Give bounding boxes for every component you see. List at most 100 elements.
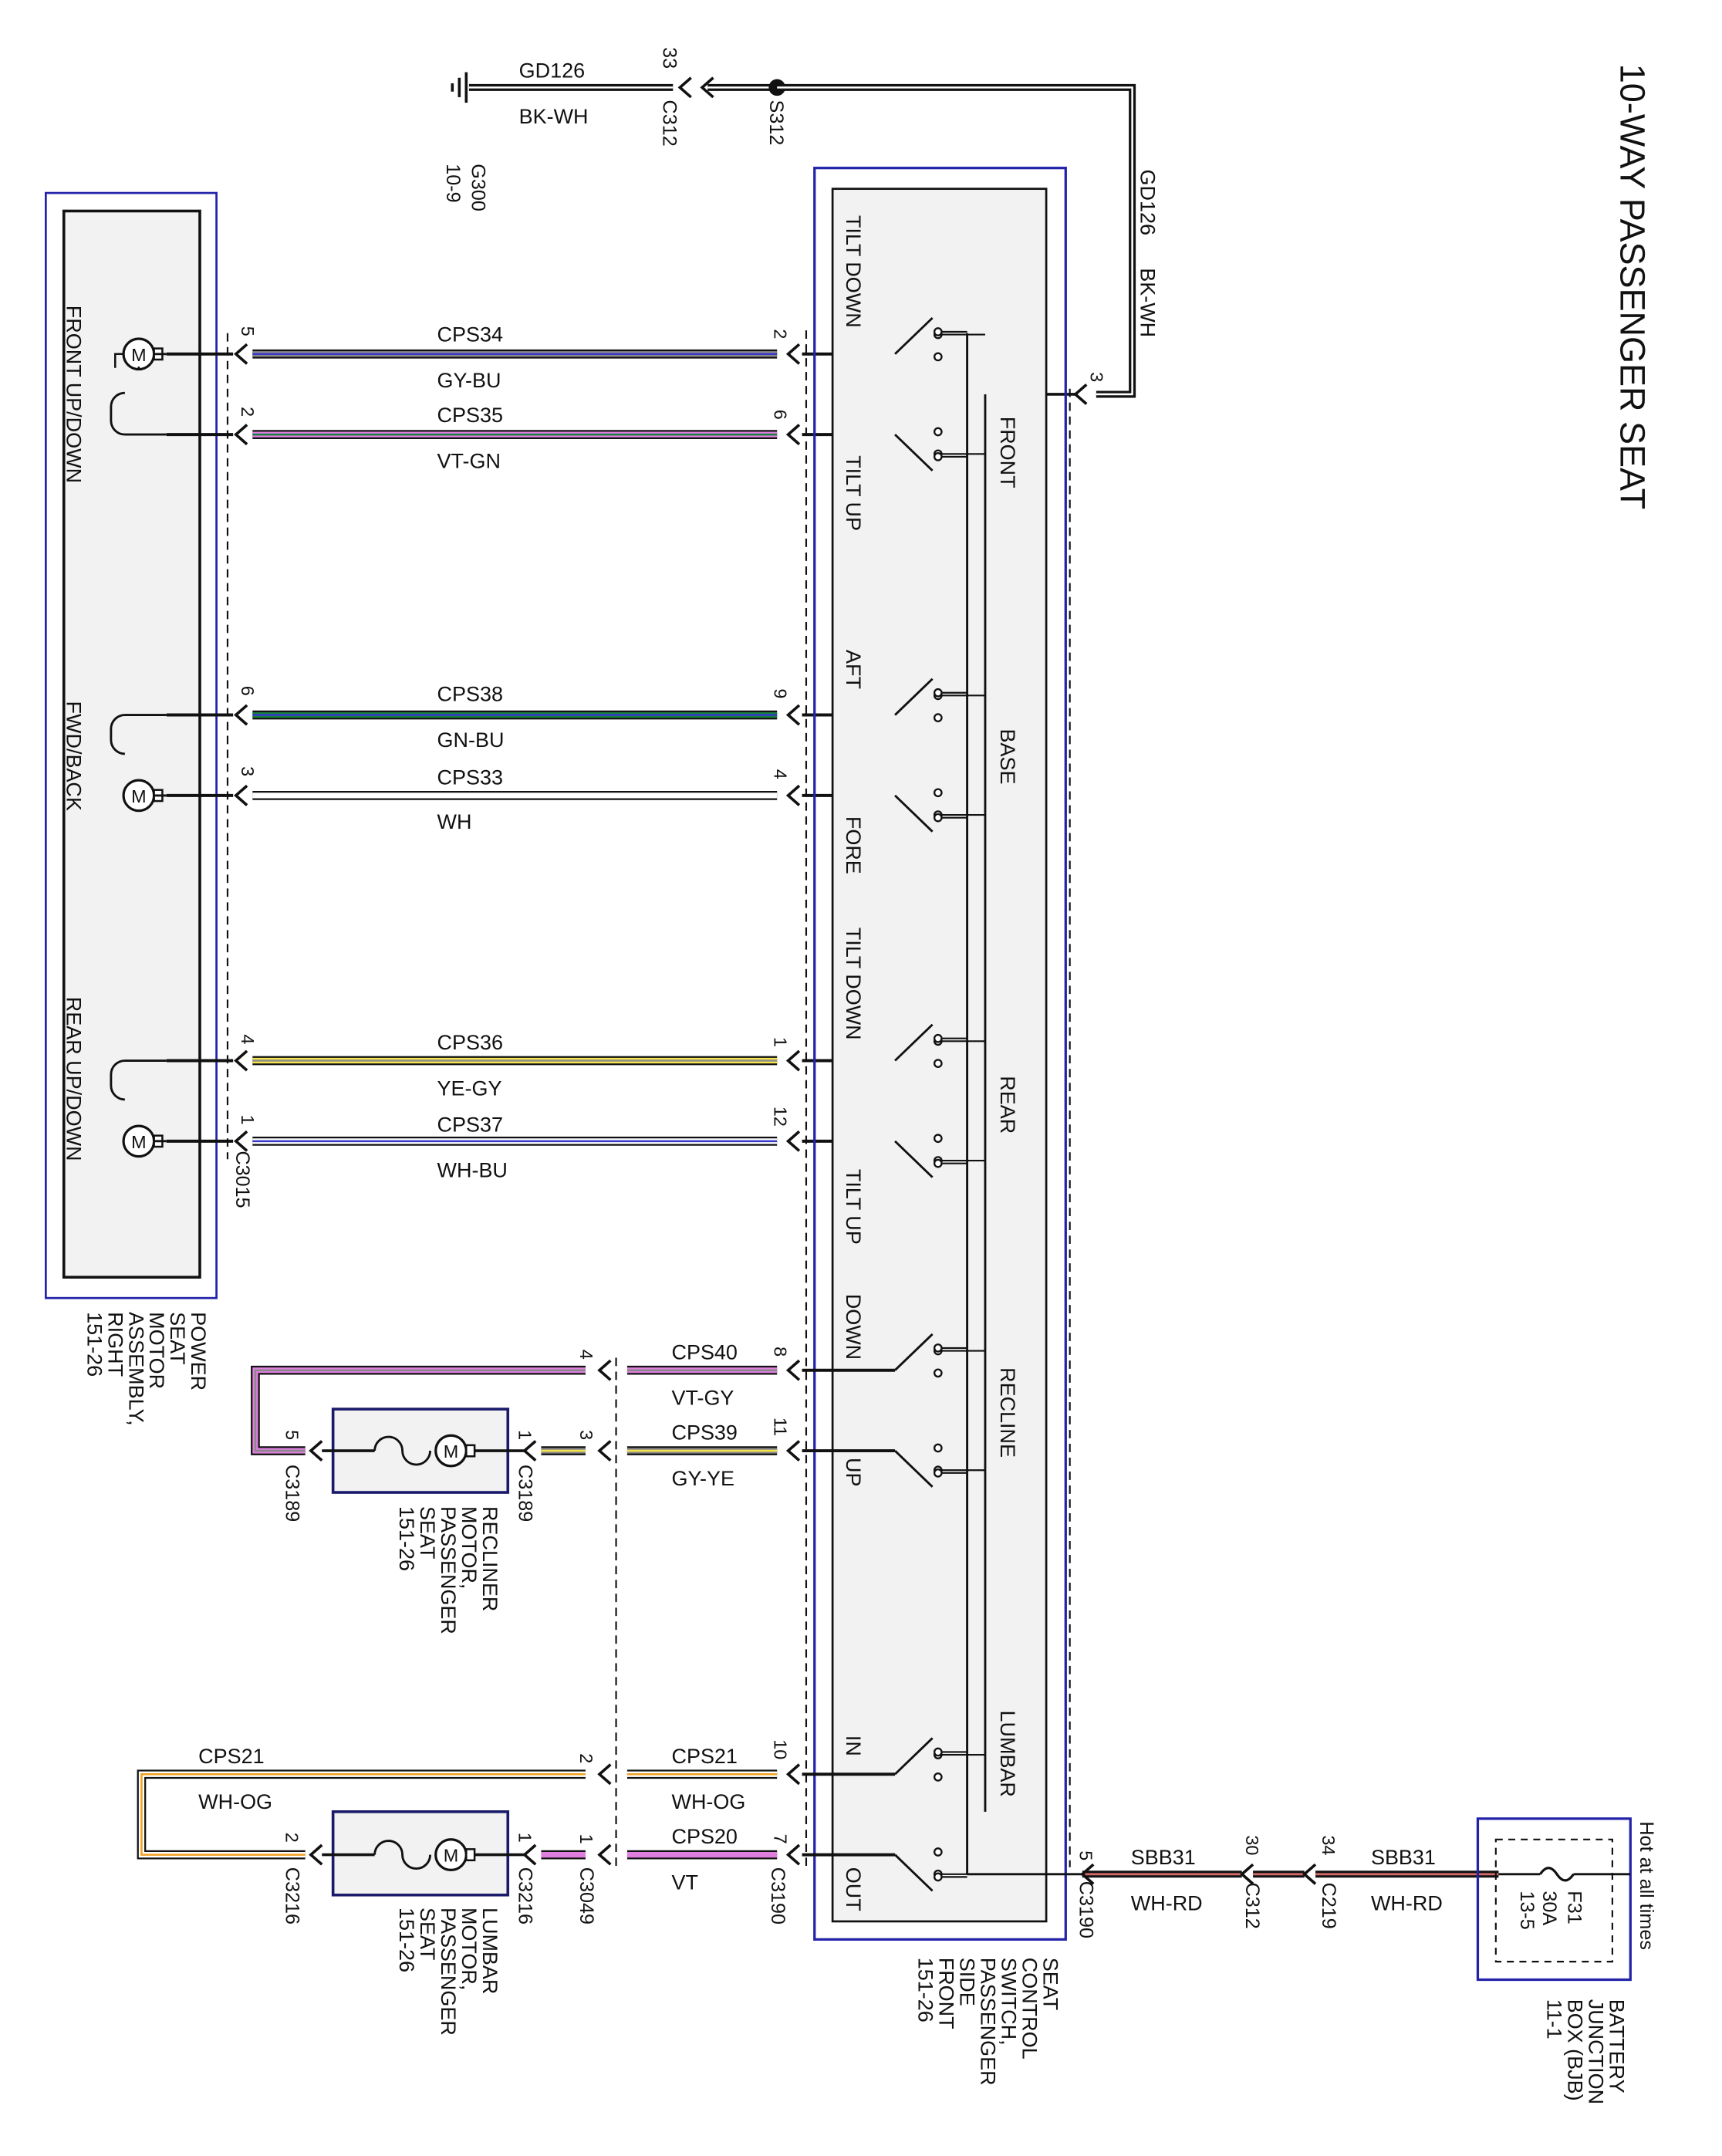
wire-lumbar-top-outer — [137, 1769, 586, 1860]
lumbar-pin-b: 1 — [515, 1833, 535, 1843]
recliner-name-1: MOTOR, — [458, 1506, 481, 1589]
lumbar-switch-connector-bottom — [785, 1843, 801, 1866]
recliner-wire-bottom-color: GY-YE — [671, 1467, 734, 1490]
switch-ground-pin: 3 — [1087, 372, 1107, 382]
power-c219-pin: 34 — [1319, 1835, 1339, 1855]
switch-contact-2-1 — [894, 1134, 985, 1178]
lumbar-name-4: 151-26 — [395, 1908, 418, 1972]
pos-out: OUT — [842, 1867, 865, 1911]
recliner-switch-pin-bottom: 11 — [771, 1418, 791, 1436]
ground-color-label: BK-WH — [519, 105, 589, 128]
lumbar-name-0: LUMBAR — [478, 1908, 501, 1994]
vertical-ground-color: BK-WH — [1136, 268, 1159, 337]
power-c219: C219 — [1318, 1883, 1339, 1929]
lumbar-switch-connector-top — [785, 1763, 801, 1786]
motor-assembly-connector: C3015 — [231, 1151, 253, 1208]
fuse-icon — [1539, 1867, 1575, 1882]
motor-symbols: MMM — [110, 337, 167, 1158]
ground-circuit: GD126 BK-WH 33 C312 S312 G300 10-9 GD126… — [442, 47, 1159, 405]
bjb-name-0: BATTERY — [1605, 1999, 1628, 2093]
recliner-switch-connector-top — [785, 1359, 801, 1381]
fuse-ref: 13-5 — [1516, 1891, 1538, 1929]
bjb-name-3: 11-1 — [1542, 1999, 1565, 2039]
ground-id-label: G300 — [468, 164, 489, 211]
main-wires — [166, 343, 896, 1152]
group-base: BASE — [996, 729, 1019, 785]
pos-tilt-down-1: TILT DOWN — [842, 215, 865, 328]
connector-c3015-3 — [234, 784, 248, 806]
wire-cps37-circuit: CPS37 — [437, 1113, 503, 1136]
connector-c3190-5 — [785, 1130, 801, 1152]
power-seg1-color: WH-RD — [1131, 1892, 1203, 1915]
motor-pin-3: 3 — [238, 766, 258, 776]
group-recline: RECLINE — [996, 1367, 1019, 1458]
lumbar-connector-left: C3216 — [282, 1867, 303, 1925]
svg-text:M: M — [131, 345, 146, 365]
fuse-name: F31 — [1563, 1891, 1585, 1924]
ground-c312-label: C312 — [659, 100, 680, 147]
switch-pin-1: 6 — [771, 410, 791, 420]
lumbar-inline-pin-top: 2 — [576, 1753, 596, 1763]
recliner-name-0: RECLINER — [478, 1506, 501, 1611]
wire-cps36-color: YE-GY — [437, 1076, 502, 1100]
power-seg1-circuit: SBB31 — [1131, 1846, 1196, 1869]
recliner-wire-top-circuit: CPS40 — [671, 1340, 737, 1364]
lumbar-inline-pin-bottom: 1 — [576, 1834, 596, 1844]
recliner-wire-bottom-circuit: CPS39 — [671, 1421, 737, 1445]
lumbar-inline-bottom — [597, 1843, 612, 1866]
group-front: FRONT — [996, 417, 1019, 488]
switch-terminal-top-3 — [933, 1343, 943, 1353]
lumbar-inline-top — [597, 1763, 612, 1786]
pos-tilt-up-1: TILT UP — [842, 455, 865, 531]
wire-cps34-circuit: CPS34 — [437, 323, 503, 346]
switch-terminal-top-2 — [933, 1033, 943, 1043]
wire-cps38-color: GN-BU — [437, 728, 505, 752]
lumbar-connector-a — [309, 1843, 323, 1866]
power-seg2-color: WH-RD — [1371, 1892, 1443, 1915]
bjb-name-2: BOX (BJB) — [1563, 1999, 1586, 2101]
lumbar-switch-pin-bottom: 7 — [771, 1834, 791, 1844]
splice-label: S312 — [765, 100, 787, 146]
motor-assembly-name-1: SEAT — [166, 1312, 189, 1364]
fuse-rating: 30A — [1538, 1891, 1560, 1925]
motor-pin-2: 6 — [238, 686, 258, 696]
recliner-inline-pin-bottom: 3 — [576, 1430, 596, 1440]
switch-terminal-top-0 — [933, 327, 943, 336]
motor-pin-5: 1 — [238, 1115, 258, 1125]
pos-up: UP — [842, 1458, 865, 1486]
pos-down: DOWN — [842, 1294, 865, 1360]
svg-text:M: M — [444, 1846, 458, 1866]
connector-c3015-2 — [234, 704, 248, 726]
recliner-connector-left: C3189 — [282, 1465, 303, 1522]
power-seg2-circuit: SBB31 — [1371, 1846, 1436, 1869]
pos-tilt-up-2: TILT UP — [842, 1169, 865, 1245]
recliner-connector-a — [309, 1440, 323, 1462]
switch-name-4: SIDE — [956, 1958, 979, 2006]
switch-pin-0: 2 — [771, 329, 791, 339]
lumbar-wire-bottom-circuit: CPS20 — [671, 1825, 737, 1848]
group-lumbar: LUMBAR — [996, 1710, 1019, 1796]
recliner-name-4: 151-26 — [395, 1506, 418, 1571]
switch-terminal-top-4 — [933, 1747, 943, 1757]
lumbar-motor-icon: M — [434, 1838, 476, 1872]
motor-coil-1 — [110, 714, 167, 755]
pos-in: IN — [842, 1735, 865, 1756]
vertical-ground-circuit: GD126 — [1136, 169, 1159, 235]
seat-control-switch — [805, 167, 1082, 1941]
connector-c3190-3 — [785, 784, 801, 806]
pos-aft: AFT — [842, 650, 865, 689]
recliner-switch-connector-bottom — [785, 1440, 801, 1462]
switch-pin-5: 12 — [771, 1107, 791, 1127]
motor-label-front: FRONT UP/DOWN — [62, 306, 85, 483]
switch-name-6: 151-26 — [914, 1958, 937, 2023]
motor-pin-0: 5 — [238, 326, 258, 336]
connector-c3190-4 — [785, 1049, 801, 1072]
recliner-inline-top — [597, 1359, 612, 1381]
connector-c3190-1 — [785, 424, 801, 446]
switch-terminal-bottom-1 — [933, 813, 943, 823]
connector-c3015-0 — [234, 343, 248, 365]
switch-name-5: FRONT — [935, 1958, 958, 2029]
switch-name-0: SEAT — [1039, 1958, 1062, 2010]
ground-circuit-label: GD126 — [519, 59, 585, 83]
lumbar-outer-circuit: CPS21 — [198, 1745, 264, 1768]
